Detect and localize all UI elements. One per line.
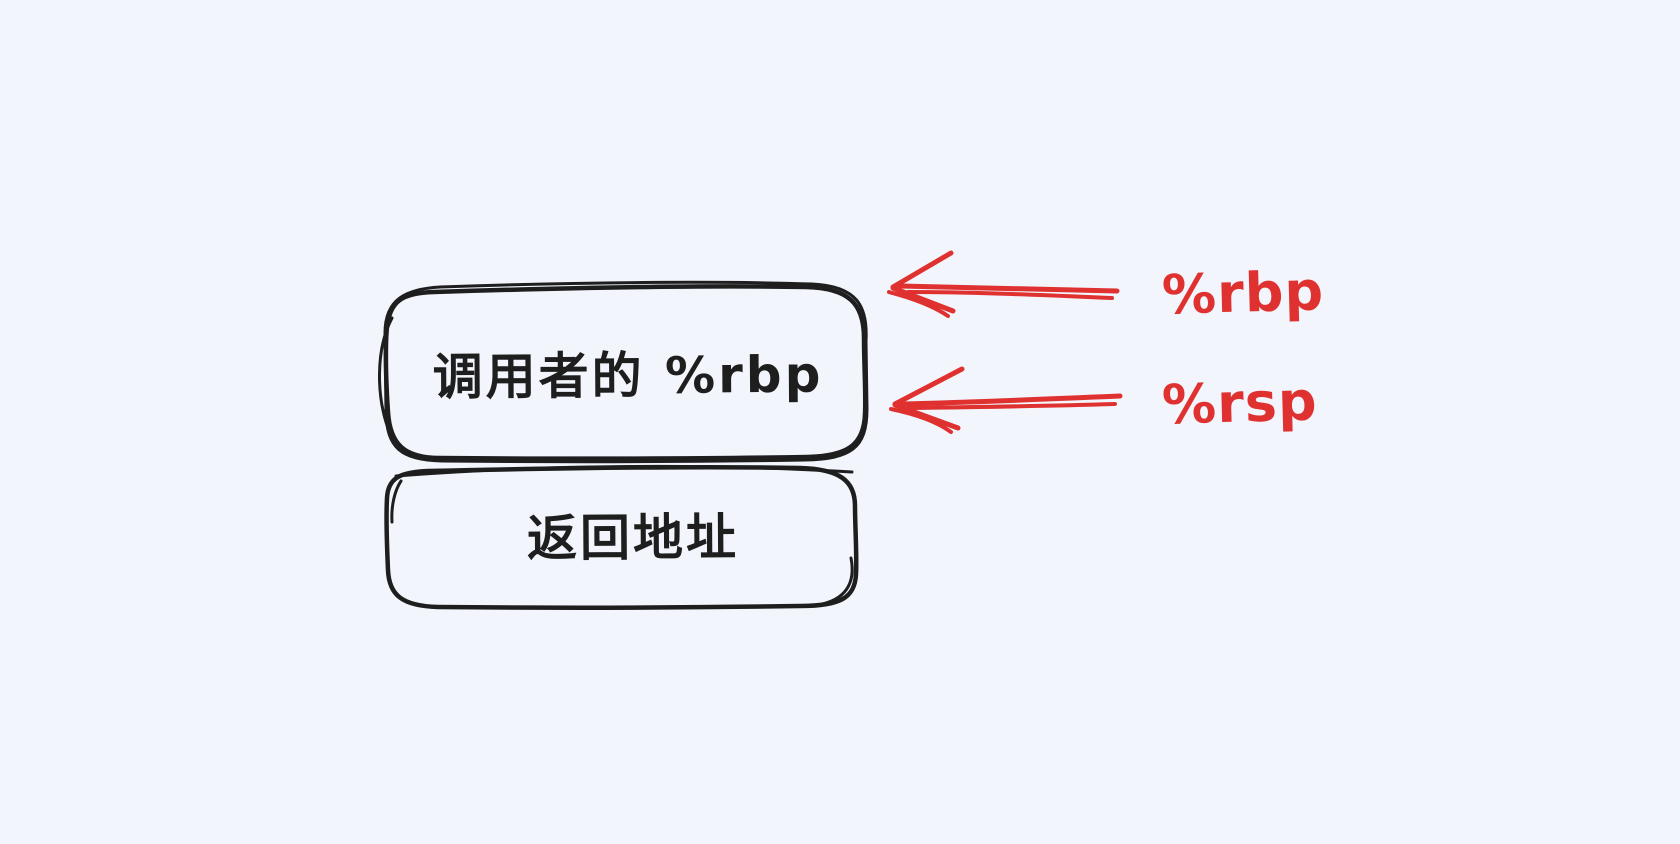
return-address-box-outline bbox=[384, 464, 859, 610]
return-address-box-label: 返回地址 bbox=[526, 508, 740, 568]
rbp-pointer-label: %rbp bbox=[1161, 259, 1325, 327]
caller-rbp-box-label: 调用者的 %rbp bbox=[432, 345, 824, 407]
rbp-arrow bbox=[887, 250, 1120, 318]
caller-rbp-box-outline bbox=[378, 280, 869, 464]
rsp-pointer-label: %rsp bbox=[1161, 369, 1319, 437]
rsp-arrow bbox=[889, 366, 1123, 434]
